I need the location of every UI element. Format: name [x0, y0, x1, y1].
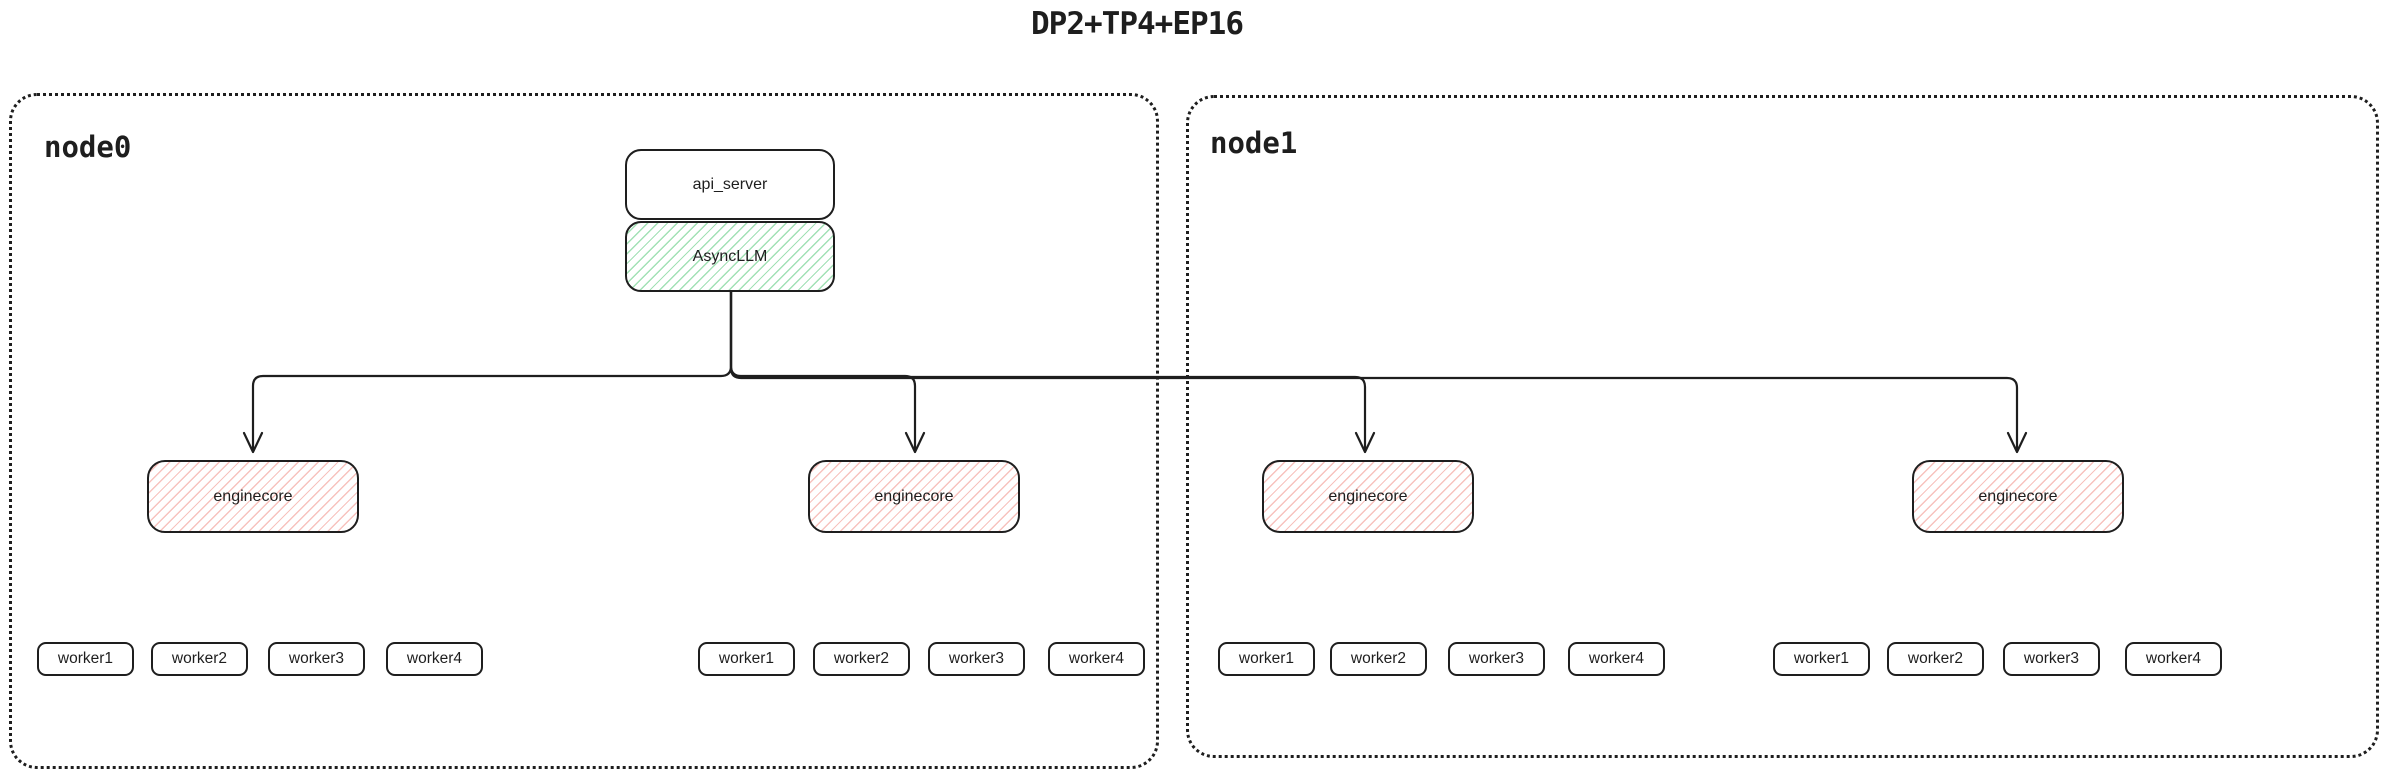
worker-box: worker3	[928, 642, 1025, 676]
worker-label: worker1	[1793, 650, 1850, 667]
enginecore-label: enginecore	[1328, 487, 1408, 505]
worker-box: worker2	[151, 642, 248, 676]
node1-container	[1186, 95, 2379, 758]
arrow-asyncllm-to-enginecore-1	[242, 290, 733, 454]
worker-box: worker4	[1568, 642, 1665, 676]
worker-label: worker2	[171, 650, 228, 667]
worker-label: worker2	[1907, 650, 1964, 667]
worker-label: worker3	[288, 650, 345, 667]
asyncllm-label: AsyncLLM	[692, 247, 768, 265]
worker-box: worker3	[268, 642, 365, 676]
worker-box: worker3	[1448, 642, 1545, 676]
worker-box: worker1	[1773, 642, 1870, 676]
worker-box: worker4	[2125, 642, 2222, 676]
worker-label: worker4	[2145, 650, 2202, 667]
worker-label: worker2	[833, 650, 890, 667]
worker-label: worker2	[1350, 650, 1407, 667]
enginecore-box-3: enginecore	[1262, 460, 1474, 533]
worker-label: worker4	[1068, 650, 1125, 667]
worker-box: worker4	[1048, 642, 1145, 676]
worker-label: worker1	[718, 650, 775, 667]
worker-box: worker1	[1218, 642, 1315, 676]
worker-label: worker4	[406, 650, 463, 667]
worker-box: worker1	[698, 642, 795, 676]
enginecore-label: enginecore	[213, 487, 293, 505]
worker-label: worker1	[1238, 650, 1295, 667]
worker-label: worker3	[948, 650, 1005, 667]
api-server-label: api_server	[692, 175, 768, 193]
node0-label: node0	[44, 130, 132, 164]
enginecore-box-4: enginecore	[1912, 460, 2124, 533]
node0-container	[9, 93, 1159, 769]
worker-box: worker2	[813, 642, 910, 676]
node1-label: node1	[1210, 126, 1298, 160]
worker-label: worker3	[2023, 650, 2080, 667]
arrow-asyncllm-to-enginecore-4	[729, 290, 2028, 454]
enginecore-label: enginecore	[874, 487, 954, 505]
api-server-box: api_server	[625, 149, 835, 220]
enginecore-label: enginecore	[1978, 487, 2058, 505]
worker-box: worker2	[1330, 642, 1427, 676]
worker-box: worker3	[2003, 642, 2100, 676]
enginecore-box-2: enginecore	[808, 460, 1020, 533]
worker-label: worker4	[1588, 650, 1645, 667]
asyncllm-box: AsyncLLM	[625, 221, 835, 292]
enginecore-box-1: enginecore	[147, 460, 359, 533]
worker-box: worker4	[386, 642, 483, 676]
worker-label: worker3	[1468, 650, 1525, 667]
worker-label: worker1	[57, 650, 114, 667]
worker-box: worker2	[1887, 642, 1984, 676]
diagram-title: DP2+TP4+EP16	[1031, 6, 1244, 42]
worker-box: worker1	[37, 642, 134, 676]
arrow-asyncllm-to-enginecore-3	[729, 290, 1376, 454]
arrow-asyncllm-to-enginecore-2	[729, 290, 926, 454]
